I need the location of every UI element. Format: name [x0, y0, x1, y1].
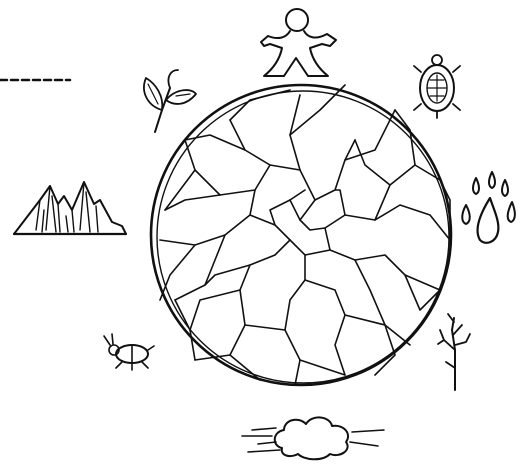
woven-globe-icon: [151, 85, 451, 385]
turtle-icon: [414, 55, 460, 118]
leaf-branch-icon: [144, 70, 196, 132]
beetle-icon: [104, 334, 154, 370]
sapling-icon: [438, 314, 470, 390]
raindrops-icon: [462, 172, 515, 243]
cloud-icon: [242, 417, 384, 459]
mountains-icon: [14, 182, 126, 234]
person-icon: [261, 9, 336, 76]
